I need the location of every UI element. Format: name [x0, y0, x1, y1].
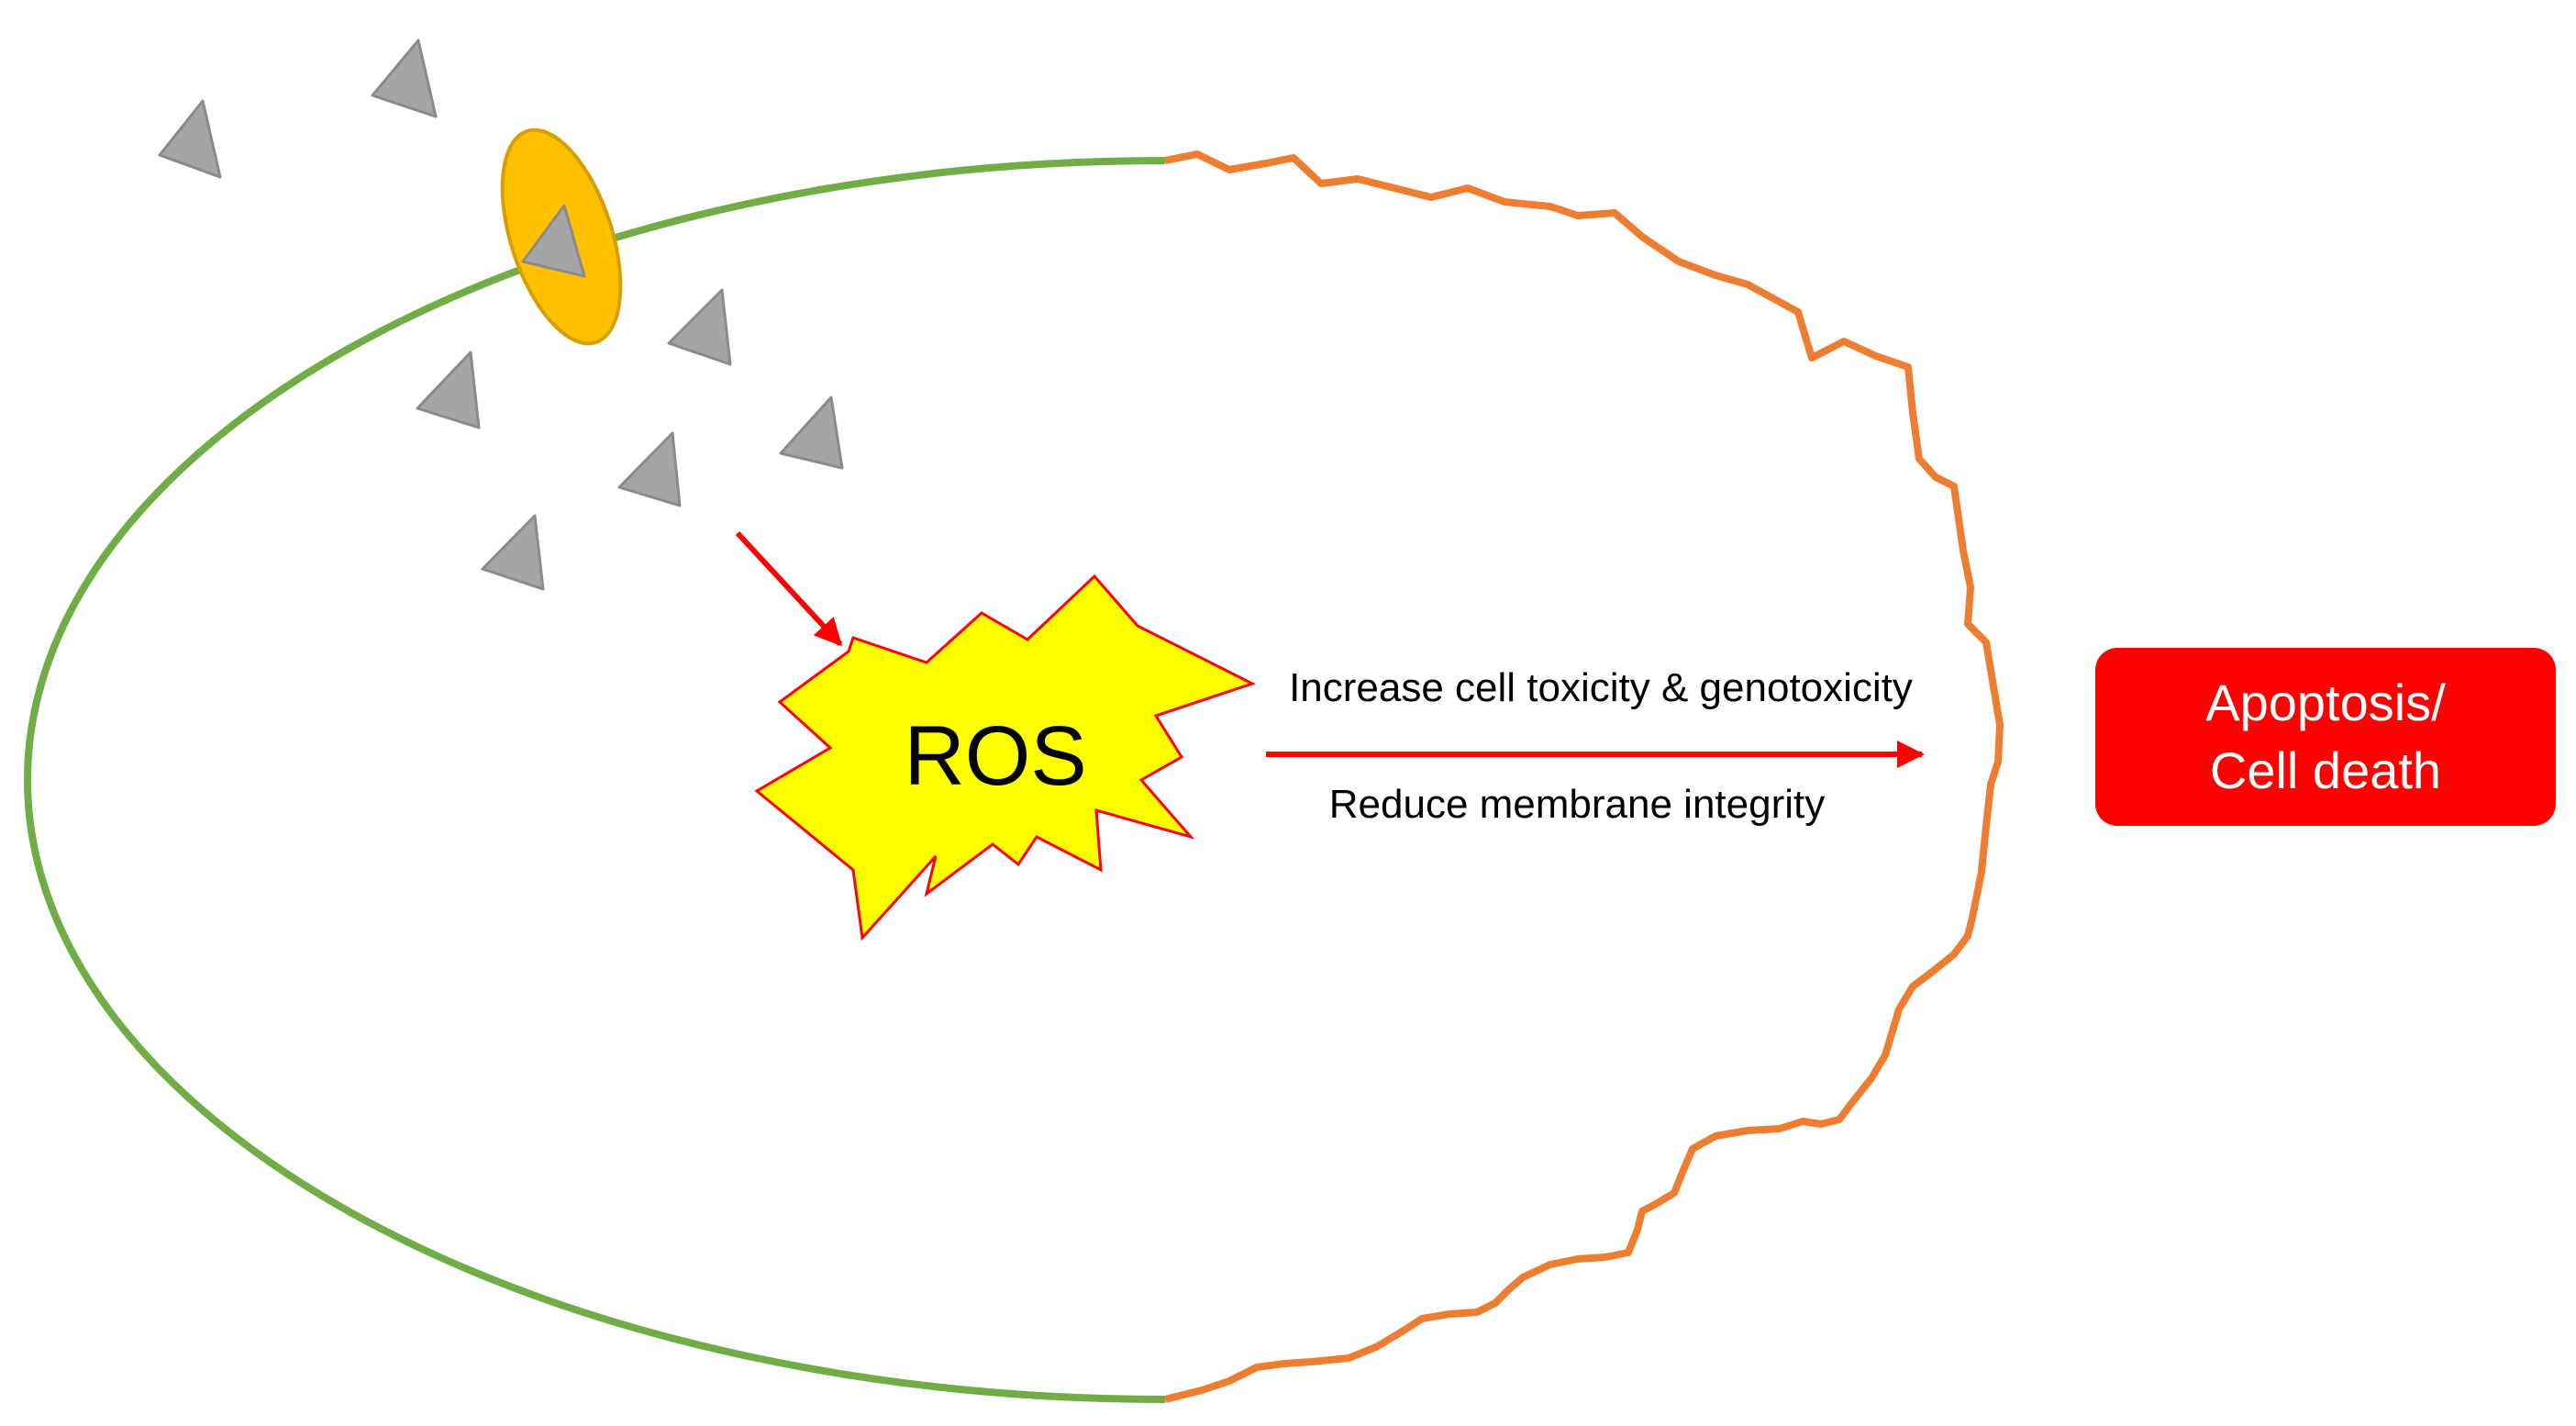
effect-label-toxicity: Increase cell toxicity & genotoxicity — [1289, 665, 1913, 710]
particle-triangle — [481, 514, 545, 591]
particle-triangle — [779, 395, 844, 470]
arrow-to-ros — [735, 530, 843, 647]
outcome-line-2: Cell death — [2209, 741, 2442, 799]
ros-label: ROS — [904, 709, 1086, 803]
particle-group — [158, 39, 844, 591]
outcome-line-1: Apoptosis/ — [2205, 674, 2446, 731]
cell-membrane-damaged — [1164, 150, 2004, 1403]
particle-triangle — [617, 431, 682, 507]
particle-triangle — [416, 351, 481, 429]
ros-burst-shape — [754, 574, 1256, 941]
particle-triangle — [371, 39, 438, 118]
particle-triangle — [667, 288, 732, 366]
outcome-box: Apoptosis/ Cell death — [2095, 648, 2556, 826]
particle-triangle — [521, 204, 586, 278]
effect-label-membrane: Reduce membrane integrity — [1329, 782, 1825, 827]
particle-triangle — [158, 99, 222, 179]
